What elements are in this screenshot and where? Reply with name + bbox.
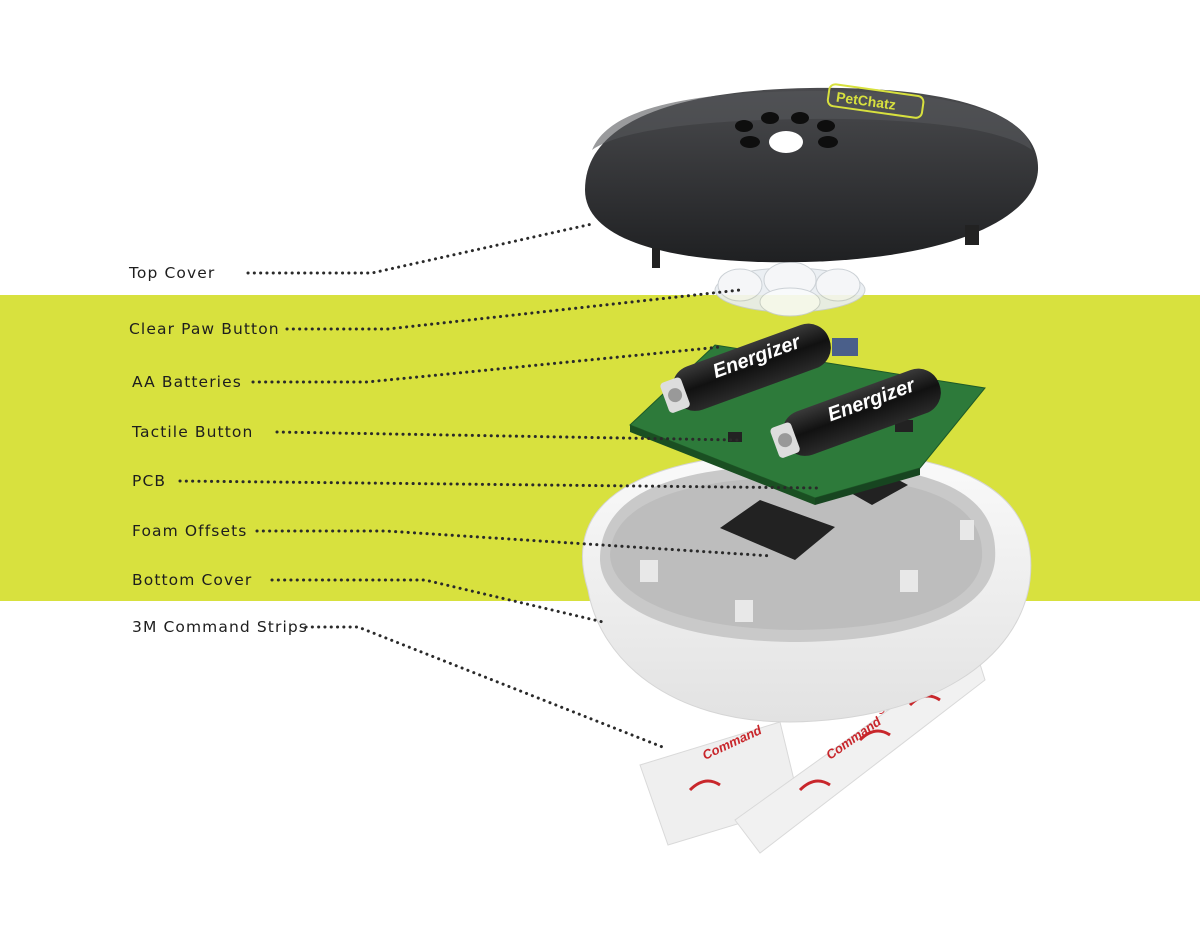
label-tactile-button: Tactile Button: [132, 423, 253, 441]
leader-aa-batteries: [253, 347, 720, 382]
label-top-cover: Top Cover: [129, 264, 215, 282]
label-pcb: PCB: [132, 472, 166, 490]
leader-clear-paw-button: [287, 290, 740, 329]
label-aa-batteries: AA Batteries: [132, 373, 242, 391]
leader-top-cover: [248, 224, 592, 273]
top-cover-part: PetChatz: [585, 84, 1038, 268]
leader-bottom-cover: [272, 580, 603, 622]
label-bottom-cover: Bottom Cover: [132, 571, 252, 589]
label-clear-paw-button: Clear Paw Button: [129, 320, 280, 338]
label-foam-offsets: Foam Offsets: [132, 522, 247, 540]
clear-paw-button-part: [715, 262, 865, 316]
label-command-strips: 3M Command Strips: [132, 618, 308, 636]
